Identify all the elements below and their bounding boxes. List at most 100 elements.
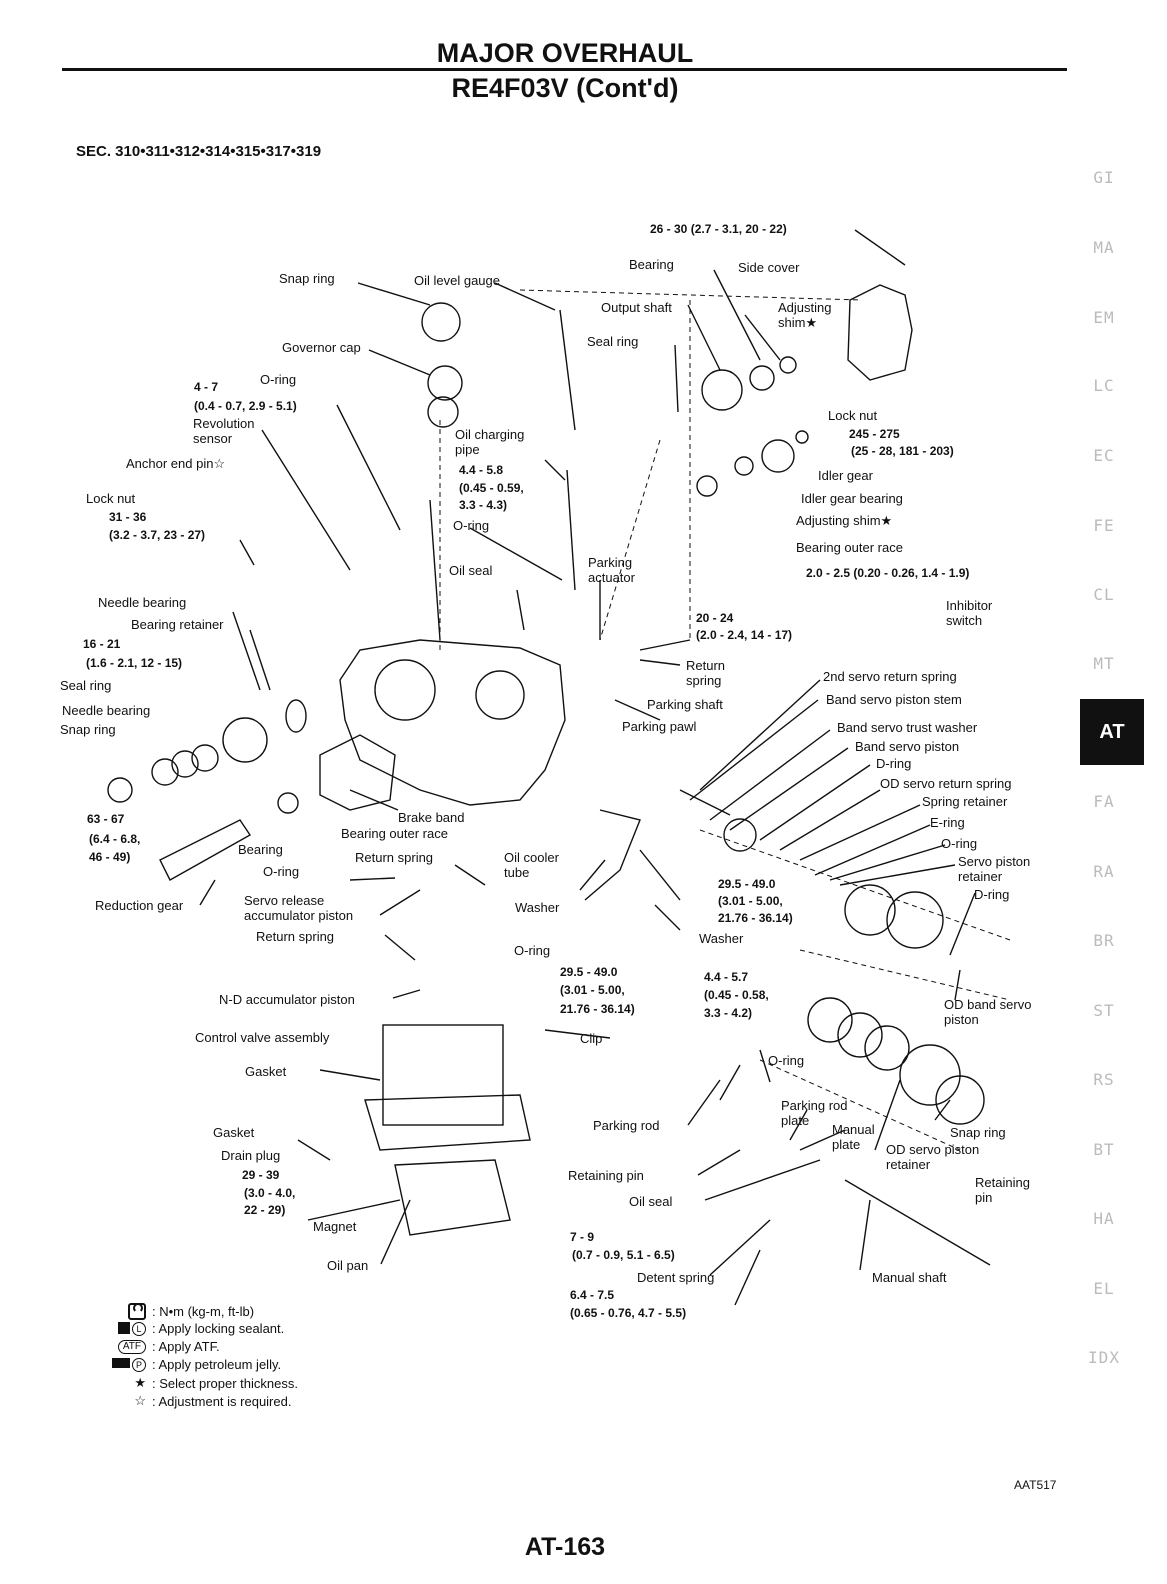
label-bearing-top: Bearing xyxy=(629,257,674,272)
label-seal-ring-left: Seal ring xyxy=(60,678,112,693)
label-cooler-torque-b: (3.01 - 5.00, xyxy=(718,894,783,908)
tab-st[interactable]: ST xyxy=(1093,1001,1115,1020)
label-parking-rod: Parking rod xyxy=(593,1118,660,1133)
governor-oring xyxy=(427,396,459,428)
label-seal-ring-top: Seal ring xyxy=(587,334,639,349)
manual-shaft-part xyxy=(844,1179,991,1266)
legend-atf-text: : Apply ATF. xyxy=(152,1339,220,1354)
tab-ra[interactable]: RA xyxy=(1093,862,1115,881)
label-clip: Clip xyxy=(580,1031,603,1046)
legend-petroleum-jelly: P : Apply petroleum jelly. xyxy=(100,1357,281,1372)
idler-gear-part xyxy=(761,439,795,473)
legend-atf: ATF : Apply ATF. xyxy=(100,1339,220,1354)
star-filled-icon: ★ xyxy=(134,1375,146,1390)
needle-bearing-ring-1 xyxy=(151,758,179,786)
legend-thickness-text: : Select proper thickness. xyxy=(152,1375,298,1391)
label-d-ring-mid: D-ring xyxy=(974,887,1010,902)
title-rule xyxy=(62,68,1067,71)
label-return-spring-park: Return spring xyxy=(686,658,726,688)
needle-bearing-ring-2 xyxy=(171,750,199,778)
legend-locking-sealant: L : Apply locking sealant. xyxy=(100,1321,284,1336)
label-return-spring-low: Return spring xyxy=(256,929,335,944)
label-servo-piston-retainer: Servo piston retainer xyxy=(958,854,1031,884)
tab-at-active[interactable]: AT xyxy=(1080,699,1144,765)
label-low-torque-a: 29.5 - 49.0 xyxy=(560,965,618,979)
tab-em[interactable]: EM xyxy=(1093,308,1115,327)
label-d-ring-top: D-ring xyxy=(876,756,912,771)
od-band-ring-3 xyxy=(864,1025,910,1071)
label-parking-torque-b: (2.0 - 2.4, 14 - 17) xyxy=(696,628,793,642)
tab-fe[interactable]: FE xyxy=(1093,516,1115,535)
label-drain-plug: Drain plug xyxy=(221,1148,281,1163)
label-od-servo-retainer: OD servo piston retainer xyxy=(886,1142,980,1172)
label-oil-seal-mid: Oil seal xyxy=(449,563,493,578)
label-idler-gear: Idler gear xyxy=(818,468,873,483)
label-sensor-torque-a: 4 - 7 xyxy=(194,380,219,394)
tab-bt[interactable]: BT xyxy=(1093,1140,1115,1159)
label-detent-spring: Detent spring xyxy=(637,1270,715,1285)
oil-cooler-tube-part xyxy=(584,809,641,901)
case-bore-right xyxy=(475,670,525,720)
tab-fa[interactable]: FA xyxy=(1093,792,1115,811)
label-oil-level-gauge: Oil level gauge xyxy=(414,273,500,288)
tab-ha[interactable]: HA xyxy=(1093,1209,1115,1228)
tab-ma[interactable]: MA xyxy=(1093,238,1115,257)
label-low2-torque-c: 3.3 - 4.2) xyxy=(704,1006,753,1020)
label-oil-charging-pipe: Oil charging pipe xyxy=(455,427,525,457)
label-parking-rod-plate: Parking rod plate xyxy=(781,1098,848,1128)
label-o-ring-low: O-ring xyxy=(514,943,551,958)
label-revolution-sensor: Revolution sensor xyxy=(193,416,255,446)
legend-torque-text: : N•m (kg-m, ft-lb) xyxy=(152,1304,255,1319)
label-low-torque-b: (3.01 - 5.00, xyxy=(560,983,625,997)
label-snap-ring-left: Snap ring xyxy=(60,722,116,737)
label-governor-cap: Governor cap xyxy=(282,340,361,355)
label-output-shaft: Output shaft xyxy=(601,300,672,315)
locking-sealant-icon xyxy=(118,1321,130,1334)
tab-br[interactable]: BR xyxy=(1093,931,1115,950)
label-pipe-torque-a: 4.4 - 5.8 xyxy=(459,463,504,477)
page-subtitle: RE4F03V (Cont'd) xyxy=(451,73,679,103)
tab-el[interactable]: EL xyxy=(1093,1279,1115,1298)
tab-idx[interactable]: IDX xyxy=(1088,1348,1120,1367)
tab-ec[interactable]: EC xyxy=(1093,446,1115,465)
label-reduction-gear: Reduction gear xyxy=(95,898,184,913)
label-cooler-torque-c: 21.76 - 36.14) xyxy=(718,911,793,925)
label-parking-pawl: Parking pawl xyxy=(622,719,697,734)
tab-mt[interactable]: MT xyxy=(1093,654,1115,673)
idler-bearing-part xyxy=(734,456,754,476)
tab-lc[interactable]: LC xyxy=(1093,376,1115,395)
jelly-letter-icon: P xyxy=(132,1357,146,1372)
label-band-servo-washer: Band servo trust washer xyxy=(837,720,978,735)
bearing-outer-race-top-part xyxy=(696,475,718,497)
legend-adjustment: ☆ : Adjustment is required. xyxy=(100,1393,291,1409)
label-e-ring: E-ring xyxy=(930,815,965,830)
label-snap-ring-top: Snap ring xyxy=(279,271,335,286)
case-bore-left xyxy=(374,659,436,721)
label-lock-nut-right: Lock nut xyxy=(828,408,878,423)
label-brake-band: Brake band xyxy=(398,810,465,825)
label-od-servo-return: OD servo return spring xyxy=(880,776,1012,791)
label-inhibitor-torque: 2.0 - 2.5 (0.20 - 0.26, 1.4 - 1.9) xyxy=(806,566,970,580)
label-reduction-torque-a: 63 - 67 xyxy=(87,812,125,826)
label-oil-seal-low: Oil seal xyxy=(629,1194,673,1209)
page-number: AT-163 xyxy=(524,1533,606,1561)
label-lock-nut-right-torque-a: 245 - 275 xyxy=(849,427,900,441)
label-servo-release: Servo release accumulator piston xyxy=(244,893,354,923)
tab-rs[interactable]: RS xyxy=(1093,1070,1115,1089)
tab-cl[interactable]: CL xyxy=(1093,585,1115,604)
label-retaining-pin-mid: Retaining pin xyxy=(568,1168,644,1183)
label-washer-right: Washer xyxy=(699,931,744,946)
label-detent-torque-b: (0.65 - 0.76, 4.7 - 5.5) xyxy=(570,1306,687,1320)
label-magnet: Magnet xyxy=(313,1219,357,1234)
label-lock-nut-torque-b: (3.2 - 3.7, 23 - 27) xyxy=(109,528,206,542)
label-o-ring-bottom: O-ring xyxy=(768,1053,805,1068)
tab-gi[interactable]: GI xyxy=(1093,168,1115,187)
lock-nut-right-part xyxy=(795,430,809,444)
needle-bearing-ring-3 xyxy=(191,744,219,772)
label-o-ring-servo: O-ring xyxy=(941,836,978,851)
label-bearing-outer-race-mid: Bearing outer race xyxy=(341,826,448,841)
label-side-cover: Side cover xyxy=(738,260,800,275)
torque-icon xyxy=(128,1303,146,1320)
label-cooler-torque-a: 29.5 - 49.0 xyxy=(718,877,776,891)
transmission-case xyxy=(339,639,566,806)
